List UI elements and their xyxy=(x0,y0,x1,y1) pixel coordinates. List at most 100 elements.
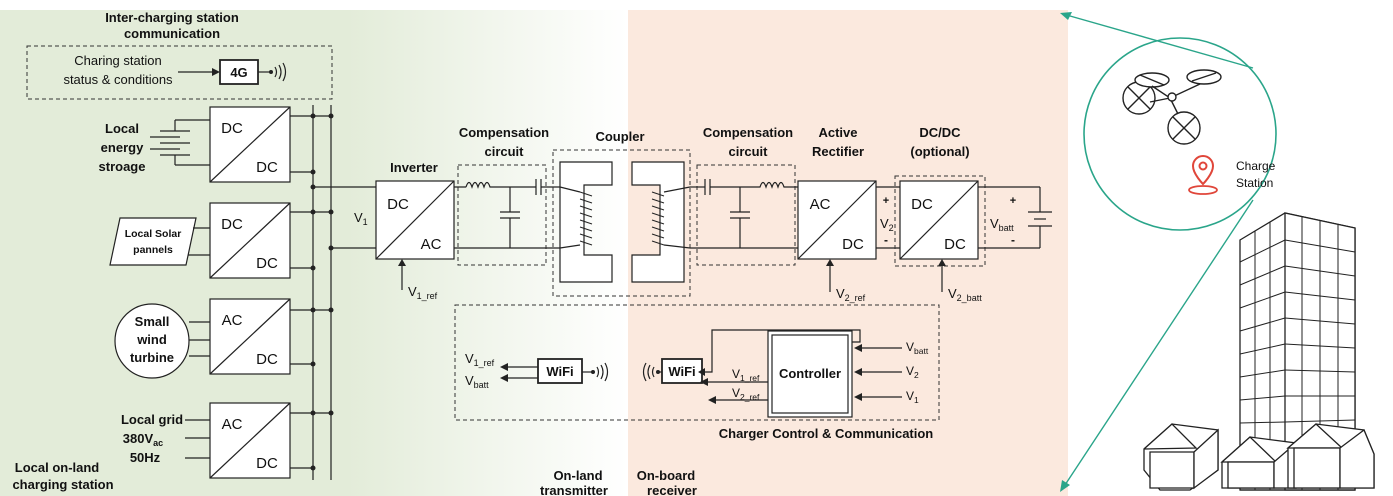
storage-label-3: stroage xyxy=(99,159,146,174)
grid-label-3: 50Hz xyxy=(130,450,161,465)
zoom-circle xyxy=(1083,37,1277,231)
charge-station-label-1: Charge xyxy=(1236,159,1276,173)
svg-text:DC: DC xyxy=(256,351,278,368)
v1-ref-label: V1_ref xyxy=(408,284,438,301)
storage-label-1: Local xyxy=(105,121,139,136)
rect-label-2: Rectifier xyxy=(812,144,864,159)
solar-label-2: pannels xyxy=(133,244,173,256)
4g-label: 4G xyxy=(230,65,247,80)
v1-label: V1 xyxy=(354,210,368,227)
rx-region-label-1: On-board xyxy=(637,468,696,483)
rx-comp-box xyxy=(696,164,796,266)
station-label-2: charging station xyxy=(12,477,113,492)
svg-text:AC: AC xyxy=(810,196,831,213)
svg-text:+: + xyxy=(883,195,889,207)
inverter-block: DC AC xyxy=(375,180,455,260)
rx-comp-label-1: Compensation xyxy=(703,125,793,140)
svg-text:+: + xyxy=(1010,195,1016,207)
battery-storage-icon xyxy=(150,119,210,166)
svg-text:AC: AC xyxy=(222,416,243,433)
svg-text:-: - xyxy=(884,233,888,247)
dcdc-label-1: DC/DC xyxy=(919,125,961,140)
v2-batt-label: V2_batt xyxy=(948,286,982,303)
tx-region-label-1: On-land xyxy=(553,468,602,483)
tx-region-label-2: transmitter xyxy=(540,483,608,496)
dcdc-block: DC DC xyxy=(899,180,979,260)
dcdc-label-2: (optional) xyxy=(910,144,969,159)
svg-text:DC: DC xyxy=(911,196,933,213)
c-out2-label: V2_ref xyxy=(732,386,760,402)
tx-out1-label: V1_ref xyxy=(465,351,495,368)
solar-panel-icon xyxy=(109,217,197,266)
solar-label-1: Local Solar xyxy=(125,228,182,240)
svg-text:-: - xyxy=(1011,233,1015,247)
svg-text:DC: DC xyxy=(256,455,278,472)
tx-comp-box xyxy=(457,164,547,266)
rx-inductor xyxy=(710,181,798,189)
comm-status-1: Charing station xyxy=(74,53,161,68)
comm-dashed-box xyxy=(26,45,333,100)
rect-label-1: Active xyxy=(818,125,857,140)
tx-core xyxy=(559,161,613,283)
c-in2-label: V2 xyxy=(906,364,919,380)
rx-core xyxy=(631,161,685,283)
coupler-label: Coupler xyxy=(595,129,644,144)
zoom-line-bottom xyxy=(1062,199,1254,489)
signal-icon xyxy=(274,62,287,82)
comm-title-2: communication xyxy=(124,26,220,41)
tx-inductor xyxy=(454,181,536,189)
rx-region-label-2: receiver xyxy=(647,483,697,496)
rx-comp-label-2: circuit xyxy=(728,144,768,159)
tx-wifi-label: WiFi xyxy=(546,364,573,379)
vbatt-label: Vbatt xyxy=(990,216,1014,233)
comm-title-1: Inter-charging station xyxy=(105,10,239,25)
rx-wifi-label: WiFi xyxy=(668,364,695,379)
svg-text:DC: DC xyxy=(221,120,243,137)
wind-label-1: Small xyxy=(135,314,170,329)
svg-text:DC: DC xyxy=(387,196,409,213)
coupler-box xyxy=(552,149,691,297)
rectifier-block: AC DC xyxy=(797,180,877,260)
storage-label-2: energy xyxy=(101,140,144,155)
svg-text:DC: DC xyxy=(256,255,278,272)
4g-box xyxy=(219,59,259,85)
grid-label-2: 380Vac xyxy=(123,431,163,448)
svg-text:DC: DC xyxy=(221,216,243,233)
cc-label: Charger Control & Communication xyxy=(719,426,934,441)
v2-ref-label: V2_ref xyxy=(836,286,866,303)
grid-label-1: Local grid xyxy=(121,412,183,427)
tx-comp-label-1: Compensation xyxy=(459,125,549,140)
converter-grid: AC DC xyxy=(209,402,291,479)
wind-turbine-icon xyxy=(114,303,190,379)
control-dashed-box xyxy=(454,304,940,421)
rx-signal-icon xyxy=(642,362,655,382)
charge-station-pin-icon xyxy=(1188,155,1218,195)
tx-signal-icon xyxy=(596,362,609,382)
svg-text:AC: AC xyxy=(222,312,243,329)
tx-comp-label-2: circuit xyxy=(484,144,524,159)
controller-block xyxy=(767,330,853,418)
inverter-label: Inverter xyxy=(390,160,438,175)
controller-label: Controller xyxy=(779,366,841,381)
svg-text:DC: DC xyxy=(944,236,966,253)
svg-text:DC: DC xyxy=(256,159,278,176)
converter-solar: DC DC xyxy=(209,202,291,279)
wind-label-3: turbine xyxy=(130,350,174,365)
wind-label-2: wind xyxy=(136,332,167,347)
converter-wind: AC DC xyxy=(209,298,291,375)
houses-icon xyxy=(1143,423,1375,491)
svg-text:DC: DC xyxy=(842,236,864,253)
charge-station-label-2: Station xyxy=(1236,176,1273,190)
v2-label: V2 xyxy=(880,216,894,233)
converter-storage: DC DC xyxy=(209,106,291,183)
tx-out2-label: Vbatt xyxy=(465,373,489,390)
drone-icon xyxy=(1122,69,1222,145)
tx-wifi-box xyxy=(537,358,583,384)
c-in1-label: Vbatt xyxy=(906,340,929,356)
svg-text:AC: AC xyxy=(421,236,442,253)
c-out1-label: V1_ref xyxy=(732,367,760,383)
comm-status-2: status & conditions xyxy=(63,72,173,87)
station-label-1: Local on-land xyxy=(15,460,100,475)
